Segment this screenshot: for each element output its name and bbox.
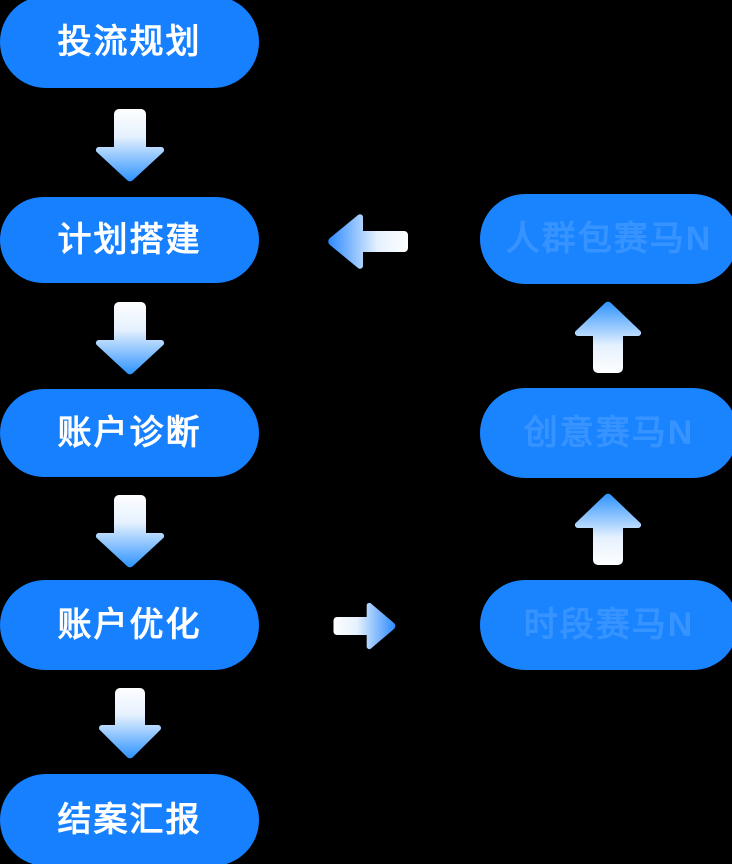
node-label: 创意赛马N [523, 414, 695, 452]
arrow-down-icon [92, 106, 168, 184]
node-account-diagnosis[interactable]: 账户诊断 [0, 389, 259, 477]
node-label: 计划搭建 [57, 221, 202, 259]
node-daypart-race[interactable]: 时段赛马N [480, 580, 732, 670]
arrow-down-icon [92, 299, 168, 377]
arrow-up-icon [572, 300, 644, 376]
node-creative-race[interactable]: 创意赛马N [480, 388, 732, 478]
node-account-optimization[interactable]: 账户优化 [0, 580, 259, 670]
node-investment-planning[interactable]: 投流规划 [0, 0, 259, 88]
node-final-report[interactable]: 结案汇报 [0, 774, 259, 864]
arrow-up-icon [572, 492, 644, 568]
arrow-down-icon [96, 685, 164, 761]
arrow-down-icon [92, 492, 168, 570]
node-audience-race[interactable]: 人群包赛马N [480, 194, 732, 284]
arrow-right-icon [331, 602, 397, 650]
arrow-left-icon [327, 212, 409, 270]
node-label: 结案汇报 [57, 801, 202, 839]
node-label: 时段赛马N [523, 606, 695, 644]
node-label: 人群包赛马N [505, 220, 713, 258]
node-label: 投流规划 [57, 23, 202, 61]
node-plan-setup[interactable]: 计划搭建 [0, 197, 259, 283]
node-label: 账户诊断 [57, 414, 202, 452]
node-label: 账户优化 [57, 606, 202, 644]
